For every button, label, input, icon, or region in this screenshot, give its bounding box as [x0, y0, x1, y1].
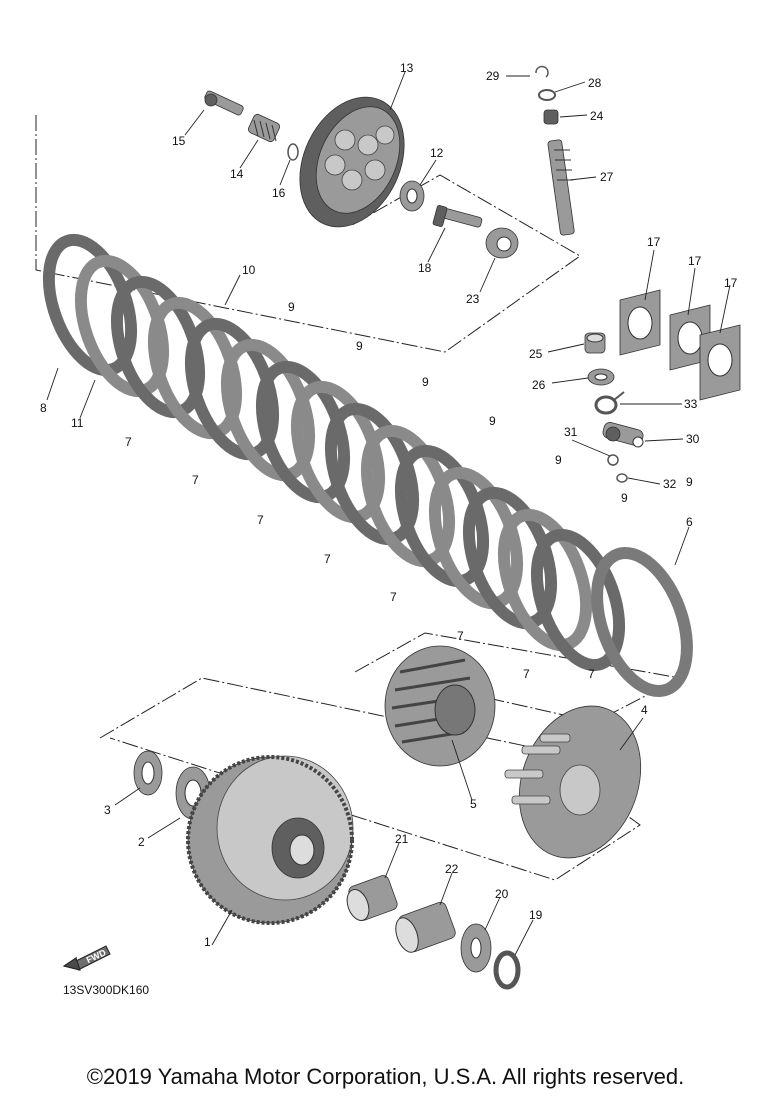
- callout-7: 7: [588, 667, 595, 681]
- callout-12: 12: [430, 146, 444, 160]
- callout-27: 27: [600, 170, 614, 184]
- circlip-32: [616, 473, 628, 483]
- callout-10: 10: [242, 263, 256, 277]
- bush-22: [395, 901, 456, 953]
- callout-9: 9: [555, 453, 562, 467]
- fwd-arrow-icon: FWD: [62, 936, 114, 972]
- callout-21: 21: [395, 832, 409, 846]
- callout-2: 2: [138, 835, 145, 849]
- push-rod-18: [432, 205, 483, 228]
- callout-6: 6: [686, 515, 693, 529]
- callout-19: 19: [529, 908, 543, 922]
- fwd-arrow-shape: FWD: [62, 945, 111, 971]
- clutch-hub-5: [384, 645, 496, 767]
- clutch-plate-stack: [42, 233, 693, 698]
- callout-9: 9: [356, 339, 363, 353]
- callout-9: 9: [686, 475, 693, 489]
- nut-23: [485, 227, 519, 259]
- washer-19: [493, 950, 521, 990]
- callout-1: 1: [204, 935, 211, 949]
- clutch-exploded-diagram: 1 2 3 4 5 6 7 7 7 7 7 7 7 7 8 9 9 9 9 9 …: [35, 61, 741, 990]
- callout-30: 30: [686, 432, 700, 446]
- callout-29: 29: [486, 69, 500, 83]
- leader-lines: [46, 71, 731, 956]
- gasket-17: [619, 289, 741, 401]
- washer-20: [460, 923, 492, 973]
- callout-17: 17: [724, 276, 738, 290]
- spring-14: [248, 113, 280, 143]
- pressure-plate-4: [504, 705, 642, 859]
- clutch-housing-1: [186, 755, 354, 925]
- callout-4: 4: [641, 703, 648, 717]
- callout-23: 23: [466, 292, 480, 306]
- lever-30: [602, 422, 644, 448]
- callout-7: 7: [457, 629, 464, 643]
- washer-3: [133, 750, 163, 796]
- callout-labels: 1 2 3 4 5 6 7 7 7 7 7 7 7 7 8 9 9 9 9 9 …: [40, 61, 738, 949]
- callout-9: 9: [489, 414, 496, 428]
- collar-21: [346, 875, 398, 921]
- callout-28: 28: [588, 76, 602, 90]
- callout-22: 22: [445, 862, 459, 876]
- callout-8: 8: [40, 401, 47, 415]
- pressure-plate-13: [299, 96, 405, 228]
- seal-26: [587, 368, 615, 386]
- copyright-notice: ©2019 Yamaha Motor Corporation, U.S.A. A…: [86, 1064, 685, 1089]
- callout-13: 13: [400, 61, 414, 75]
- bearing-25: [584, 332, 606, 354]
- callout-18: 18: [418, 261, 432, 275]
- callout-9: 9: [288, 300, 295, 314]
- callout-3: 3: [104, 803, 111, 817]
- callout-5: 5: [470, 797, 477, 811]
- callout-17: 17: [647, 235, 661, 249]
- shaft-27: [547, 139, 575, 236]
- callout-9: 9: [422, 375, 429, 389]
- callout-25: 25: [529, 347, 543, 361]
- callout-7: 7: [324, 552, 331, 566]
- callout-14: 14: [230, 167, 244, 181]
- callout-24: 24: [590, 109, 604, 123]
- callout-31: 31: [564, 425, 578, 439]
- callout-7: 7: [390, 590, 397, 604]
- callout-17: 17: [688, 254, 702, 268]
- callout-11: 11: [71, 416, 84, 430]
- callout-7: 7: [192, 473, 199, 487]
- callout-26: 26: [532, 378, 546, 392]
- callout-20: 20: [495, 887, 509, 901]
- callout-32: 32: [663, 477, 677, 491]
- spring-33: [594, 391, 625, 415]
- callout-15: 15: [172, 134, 186, 148]
- washer-31: [607, 454, 619, 466]
- callout-7: 7: [523, 667, 530, 681]
- callout-16: 16: [272, 186, 286, 200]
- callout-9: 9: [621, 491, 628, 505]
- callout-7: 7: [257, 513, 264, 527]
- callout-33: 33: [684, 397, 698, 411]
- circlip-29: [535, 65, 549, 78]
- washer-28: [538, 89, 556, 101]
- frame-upper: [35, 115, 581, 353]
- bearing-12: [399, 180, 425, 212]
- drawing-code: 13SV300DK160: [63, 983, 150, 997]
- washer-16: [287, 143, 299, 161]
- callout-7: 7: [125, 435, 132, 449]
- bolt-15: [204, 90, 244, 116]
- seal-24: [543, 109, 559, 125]
